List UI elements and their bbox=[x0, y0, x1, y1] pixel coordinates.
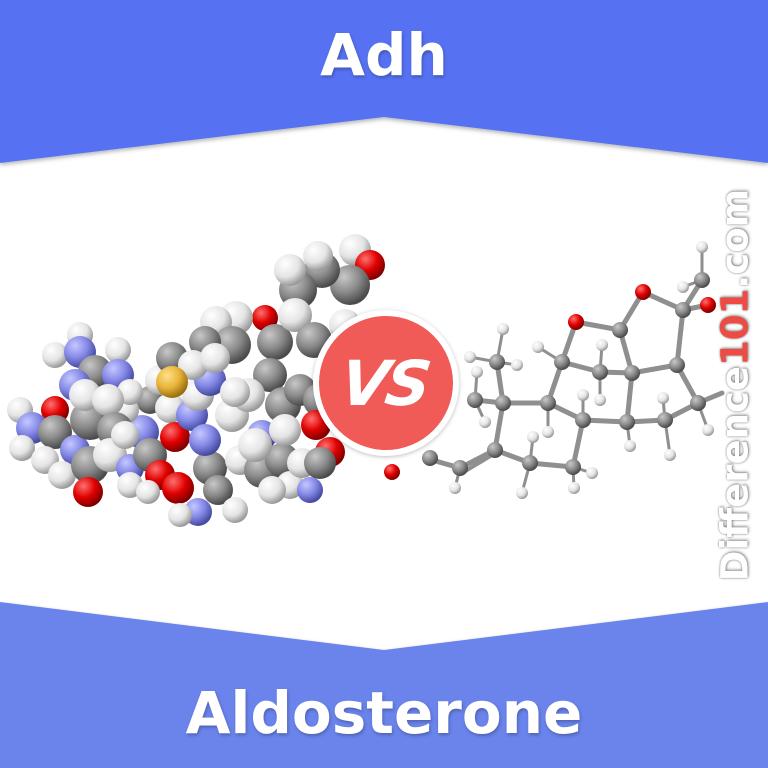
vs-label: VS bbox=[335, 346, 433, 420]
header-title: Adh bbox=[320, 21, 448, 89]
watermark: Difference101.com bbox=[714, 189, 757, 581]
footer-title: Aldosterone bbox=[185, 679, 583, 747]
header-band bbox=[0, 0, 768, 163]
watermark-suffix: .com bbox=[713, 188, 757, 289]
watermark-number: 101 bbox=[713, 288, 757, 367]
footer-band bbox=[0, 602, 768, 768]
aldosterone-molecule bbox=[384, 241, 725, 499]
vs-circle: VS bbox=[319, 316, 453, 450]
vs-badge: VS bbox=[313, 310, 459, 456]
watermark-prefix: Difference bbox=[713, 366, 757, 582]
adh-molecule bbox=[7, 234, 385, 527]
